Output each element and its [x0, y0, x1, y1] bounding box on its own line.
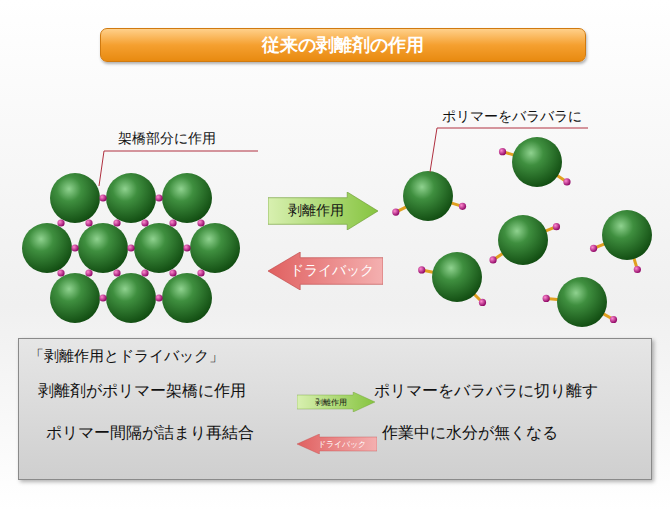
crosslink-dot — [85, 269, 92, 276]
small-action-arrow: 剥離作用 — [297, 392, 375, 412]
crosslink-dot — [634, 266, 641, 273]
polymer-sphere — [106, 173, 156, 223]
polymer-sphere — [512, 137, 562, 187]
crosslink-dot — [479, 299, 486, 306]
crosslink-dot — [563, 178, 570, 185]
polymer-sphere — [162, 173, 212, 223]
panel-text: ポリマーをバラバラに切り離す — [374, 381, 598, 402]
crosslink-dot — [127, 244, 134, 251]
crosslink-dot — [610, 316, 617, 323]
polymer-sphere — [78, 223, 128, 273]
title-band: 従来の剥離剤の作用 — [100, 28, 586, 62]
crosslink-dot — [553, 223, 560, 230]
crosslink-dot — [418, 266, 425, 273]
crosslink-dot — [169, 269, 176, 276]
polymer-sphere — [134, 223, 184, 273]
polymer-sphere — [50, 173, 100, 223]
crosslink-dot — [155, 294, 162, 301]
leader-lines — [99, 128, 588, 186]
title-text: 従来の剥離剤の作用 — [262, 33, 424, 57]
polymer-sphere — [162, 273, 212, 323]
crosslink-dot — [57, 269, 64, 276]
crosslink-dot — [57, 219, 64, 226]
panel-heading: 「剥離作用とドライバック」 — [29, 347, 224, 366]
polymer-sphere — [190, 223, 240, 273]
crosslink-dot — [499, 148, 506, 155]
crosslink-dot — [459, 203, 466, 210]
arrow-text: 剥離作用 — [288, 202, 344, 220]
polymer-sphere — [498, 215, 548, 265]
crosslink-dot — [392, 208, 399, 215]
dryback-arrow: ドライバック — [268, 252, 383, 290]
panel-text: ポリマー間隔が詰まり再結合 — [46, 423, 254, 444]
polymer-sphere — [22, 223, 72, 273]
callout-label: 架橋部分に作用 — [118, 130, 216, 148]
summary-panel: 「剥離作用とドライバック」剥離作用ドライバック — [18, 338, 652, 480]
crosslink-dot — [197, 219, 204, 226]
polymer-sphere — [403, 171, 453, 221]
polymer-sphere — [557, 277, 607, 327]
crosslink-dot — [99, 294, 106, 301]
arrow-text: ドライバック — [318, 439, 366, 450]
crosslink-dot — [543, 295, 550, 302]
crosslink-dot — [113, 269, 120, 276]
crosslink-dot — [169, 219, 176, 226]
callout-label: ポリマーをバラバラに — [442, 108, 582, 126]
action-arrow: 剥離作用 — [268, 192, 378, 230]
panel-text: 作業中に水分が無くなる — [382, 423, 558, 444]
crosslink-dot — [197, 269, 204, 276]
polymer-sphere — [432, 252, 482, 302]
polymer-sphere — [50, 273, 100, 323]
panel-text: 剥離剤がポリマー架橋に作用 — [38, 381, 246, 402]
crosslink-dot — [155, 194, 162, 201]
crosslink-dot — [141, 219, 148, 226]
small-dryback-arrow: ドライバック — [297, 434, 377, 454]
crosslink-dot — [489, 256, 496, 263]
crosslink-dot — [85, 219, 92, 226]
crosslink-dot — [99, 194, 106, 201]
crosslink-dot — [590, 245, 597, 252]
polymer-sphere — [106, 273, 156, 323]
arrow-text: ドライバック — [290, 262, 374, 280]
crosslink-dot — [183, 244, 190, 251]
polymer-sphere — [602, 210, 652, 260]
crosslink-dot — [141, 269, 148, 276]
crosslink-dot — [113, 219, 120, 226]
arrow-text: 剥離作用 — [315, 397, 347, 408]
crosslink-dot — [71, 244, 78, 251]
